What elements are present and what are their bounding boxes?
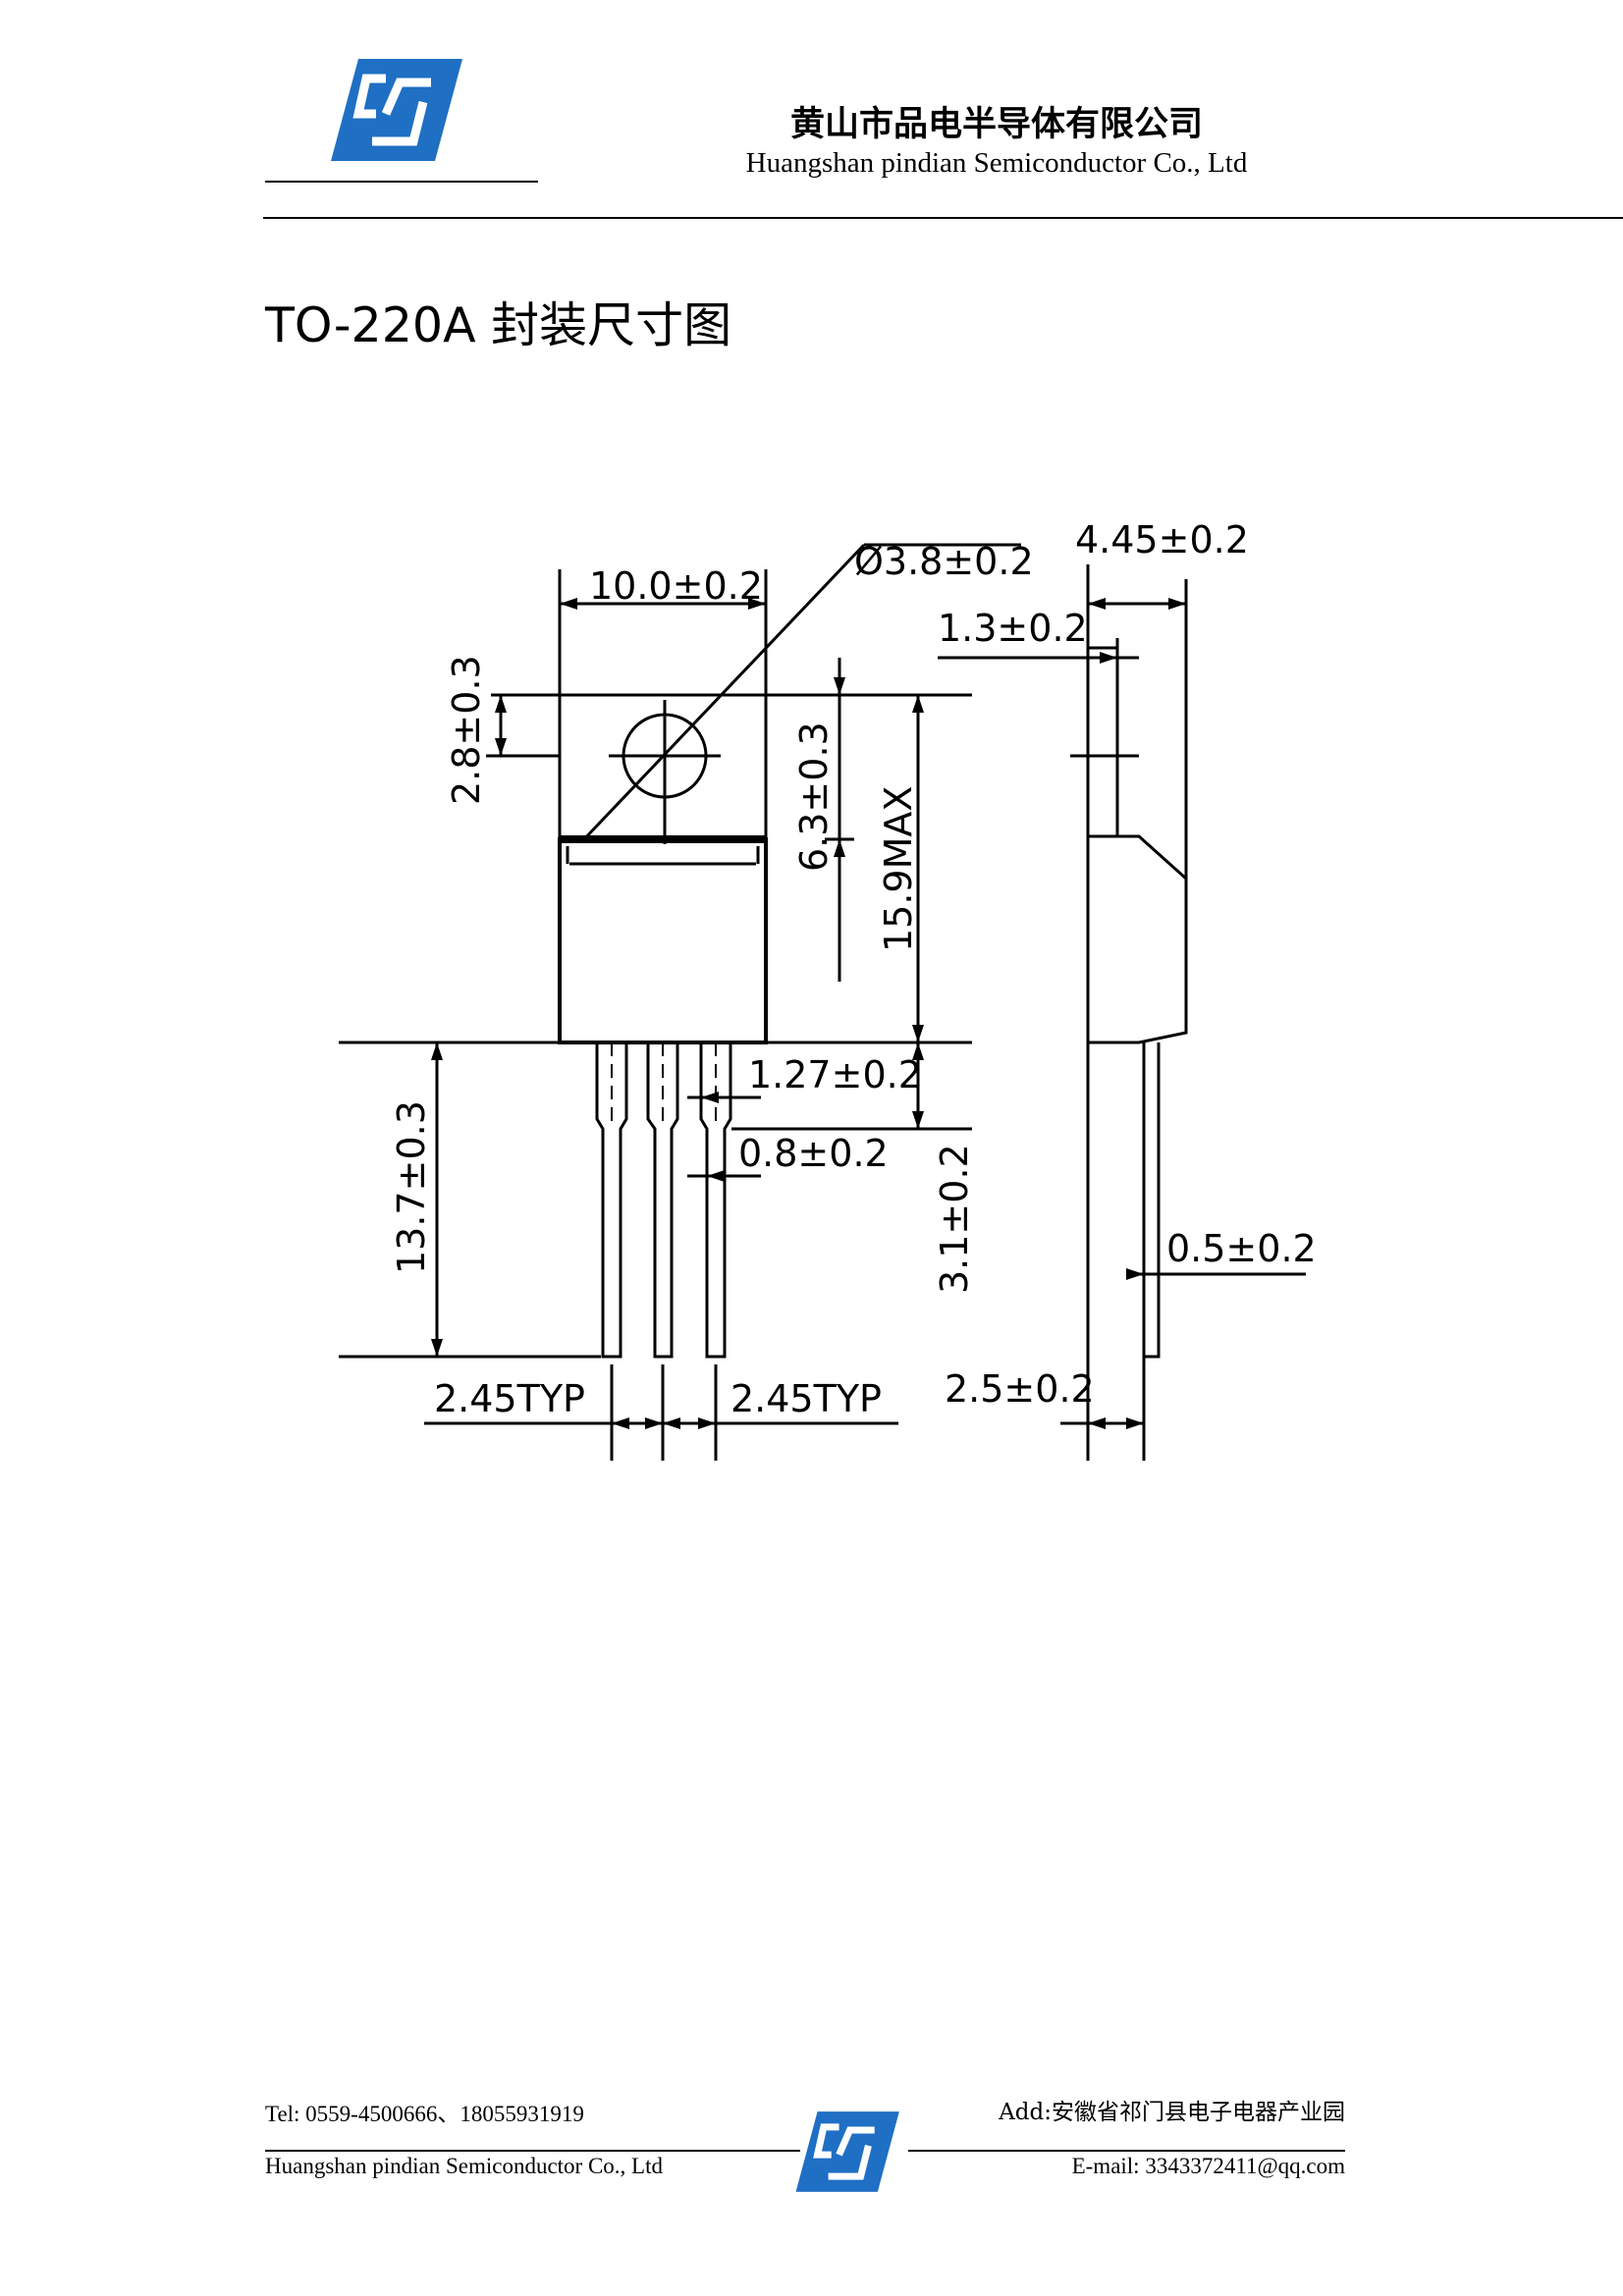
dim-lead-width: 0.8±0.2 bbox=[738, 1132, 889, 1175]
side-view-lead bbox=[1142, 1042, 1161, 1359]
dim-pitch-left: 2.45TYP bbox=[434, 1377, 585, 1420]
front-view-body bbox=[558, 837, 768, 1044]
dim-hole-to-body: 6.3±0.3 bbox=[792, 721, 836, 872]
dim-tab-thickness: 1.3±0.2 bbox=[938, 607, 1088, 650]
footer-tel: Tel: 0559-4500666、18055931919 bbox=[265, 2102, 584, 2126]
page-title: TO-220A 封装尺寸图 bbox=[265, 297, 732, 353]
dim-tab-to-hole: 2.8±0.3 bbox=[445, 655, 488, 805]
dim-overall-height: 15.9MAX bbox=[877, 786, 920, 952]
header-company-name-en: Huangshan pindian Semiconductor Co., Ltd bbox=[745, 147, 1248, 179]
side-view-tab bbox=[1086, 646, 1119, 838]
footer-rule-left bbox=[265, 2150, 800, 2152]
header-divider bbox=[263, 217, 1623, 219]
dim-lead-width-upper: 1.27±0.2 bbox=[748, 1053, 922, 1096]
dim-lead-offset: 2.5±0.2 bbox=[945, 1367, 1095, 1411]
dim-hole-diameter: Ø3.8±0.2 bbox=[854, 540, 1034, 583]
lead-center bbox=[646, 1042, 679, 1359]
footer-email: E-mail: 3343372411@qq.com bbox=[1071, 2154, 1345, 2178]
footer-logo-icon bbox=[795, 2111, 899, 2192]
company-logo-icon bbox=[331, 59, 462, 161]
dim-side-thickness: 4.45±0.2 bbox=[1075, 518, 1249, 561]
footer-company-name: Huangshan pindian Semiconductor Co., Ltd bbox=[265, 2154, 663, 2178]
dim-lead-length: 13.7±0.3 bbox=[390, 1100, 433, 1274]
header-logo-underline bbox=[265, 181, 538, 183]
header-company-name-cn: 黄山市品电半导体有限公司 bbox=[789, 105, 1203, 144]
lead-right bbox=[699, 1042, 732, 1359]
front-view-tab bbox=[558, 693, 768, 1044]
dim-lead-shoulder: 3.1±0.2 bbox=[933, 1144, 976, 1294]
footer-rule-right bbox=[908, 2150, 1345, 2152]
dim-pitch-right: 2.45TYP bbox=[730, 1377, 882, 1420]
lead-left bbox=[595, 1042, 628, 1359]
footer-address: Add:安徽省祁门县电子电器产业园 bbox=[999, 2100, 1345, 2125]
dim-width: 10.0±0.2 bbox=[589, 564, 763, 608]
dim-lead-thickness: 0.5±0.2 bbox=[1166, 1227, 1317, 1270]
side-view-body bbox=[1086, 834, 1188, 1044]
